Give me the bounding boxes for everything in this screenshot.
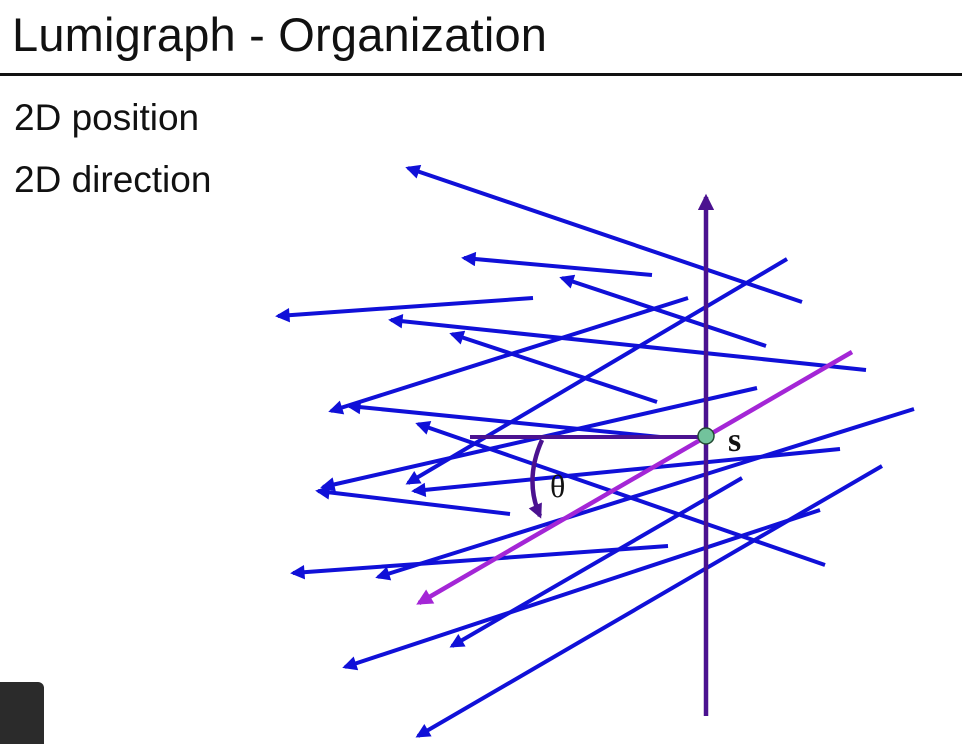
light-ray-arrow [461, 251, 653, 277]
light-ray-arrow [405, 164, 803, 304]
light-ray-arrow [342, 508, 821, 671]
light-ray-arrow [415, 420, 826, 567]
light-ray-arrow [290, 544, 669, 580]
light-ray-arrow [328, 296, 689, 415]
light-ray-arrow [375, 407, 915, 581]
light-ray-arrow [559, 274, 767, 348]
light-rays [275, 164, 915, 738]
s-axis-label: s [728, 422, 741, 459]
s-intersection-point [697, 427, 715, 445]
light-ray-arrow [405, 257, 789, 485]
light-ray-arrow [275, 296, 534, 323]
slide-title: Lumigraph - Organization [12, 8, 548, 61]
angle-arc [528, 439, 545, 519]
light-ray-arrow [449, 476, 744, 648]
light-ray-arrow [315, 485, 511, 516]
light-ray-arrow [346, 399, 661, 439]
bullet-position: 2D position [14, 97, 200, 138]
theta-label: θ [550, 468, 565, 504]
highlighted-ray-arrow [416, 350, 854, 605]
presenter-thumbnail [0, 682, 44, 744]
light-ray-arrow [415, 464, 884, 738]
light-ray-arrow [388, 314, 867, 372]
light-ray-arrow [449, 330, 658, 404]
bullet-direction: 2D direction [14, 159, 212, 200]
title-divider [0, 73, 962, 76]
